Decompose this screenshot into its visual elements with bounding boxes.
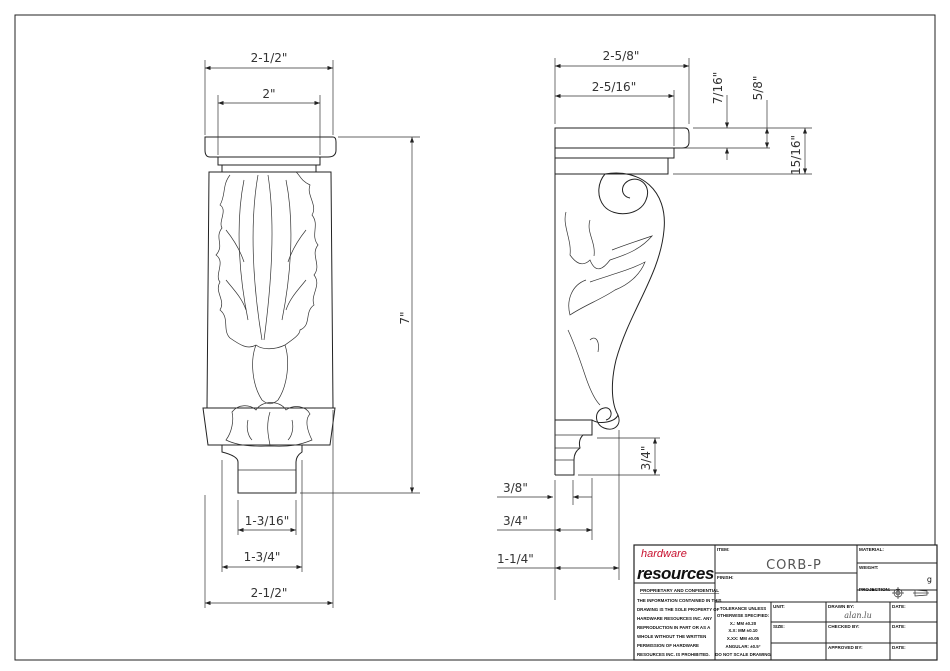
dim-base-small: 1-3/16" — [245, 514, 289, 528]
dim-base-c: 1-1/4" — [497, 552, 534, 566]
svg-text:HARDWARE RESOURCES INC. ANY: HARDWARE RESOURCES INC. ANY — [637, 616, 712, 621]
svg-text:RESOURCES INC. IS PROHIBITED.: RESOURCES INC. IS PROHIBITED. — [637, 652, 710, 657]
dim-base-b: 3/4" — [503, 514, 528, 528]
logo-resources: resources — [637, 564, 714, 583]
base-leaf-ornament — [225, 402, 313, 447]
svg-text:DO NOT SCALE DRAWING: DO NOT SCALE DRAWING — [715, 652, 771, 657]
svg-text:X.: MM ±0.20: X.: MM ±0.20 — [730, 621, 757, 626]
dim-bottom-overall: 2-1/2" — [251, 586, 288, 600]
date-label-approved: DATE: — [892, 645, 906, 650]
dim-cap-c: 15/16" — [789, 135, 803, 175]
dim-base-height: 3/4" — [639, 446, 653, 471]
item-label: ITEM: — [717, 547, 730, 552]
dim-top-overall: 2-1/2" — [251, 51, 288, 65]
drawn-by-label: DRAWN BY: — [828, 604, 855, 609]
svg-text:WHOLE WITHOUT THE WRITTEN: WHOLE WITHOUT THE WRITTEN — [637, 634, 706, 639]
date-label-drawn: DATE: — [892, 604, 906, 609]
svg-text:DRAWING IS THE SOLE PROPERTY O: DRAWING IS THE SOLE PROPERTY OF — [637, 607, 720, 612]
approved-by-label: APPROVED BY: — [828, 645, 863, 650]
svg-text:X.XX: MM ±0.05: X.XX: MM ±0.05 — [727, 636, 760, 641]
projection-label: PROJECTION: — [859, 587, 891, 592]
logo-hardware: hardware — [641, 548, 687, 560]
dim-top-inner: 2" — [262, 87, 275, 101]
side-view: 2-5/8" 2-5/16" 7/16" 5/8" 15/16" 3/4" 3/… — [497, 49, 812, 600]
dim-base-a: 3/8" — [503, 481, 528, 495]
unit-label: UNIT: — [773, 604, 785, 609]
dim-depth-cap: 2-5/16" — [592, 80, 636, 94]
projection-symbol-icon — [892, 587, 929, 599]
finish-label: FINISH: — [717, 575, 734, 580]
size-label: SIZE: — [773, 624, 785, 629]
svg-text:TOLERANCE UNLESS: TOLERANCE UNLESS — [720, 606, 766, 611]
material-label: MATERIAL: — [859, 547, 884, 552]
dim-cap-b: 5/8" — [751, 76, 765, 101]
drawn-by-signature: alan.lu — [844, 611, 872, 620]
dim-base-mid: 1-3/4" — [244, 550, 281, 564]
weight-value: g — [927, 575, 932, 584]
item-value: CORB-P — [766, 558, 822, 573]
scroll-ornament — [555, 172, 665, 430]
front-view: 2-1/2" 2" 7" 1-3/16" 1-3/4" 2-1/2" — [202, 51, 420, 608]
svg-text:THE INFORMATION CONTAINED IN T: THE INFORMATION CONTAINED IN THIS — [637, 598, 722, 603]
dim-cap-a: 7/16" — [711, 72, 725, 104]
weight-label: WEIGHT: — [859, 565, 879, 570]
svg-text:REPRODUCTION IN PART OR AS A: REPRODUCTION IN PART OR AS A — [637, 625, 711, 630]
dim-height: 7" — [398, 311, 412, 324]
date-label-checked: DATE: — [892, 624, 906, 629]
tolerance-notes: TOLERANCE UNLESS OTHERWISE SPECIFIED: X.… — [715, 606, 771, 657]
proprietary-notice: THE INFORMATION CONTAINED IN THIS DRAWIN… — [637, 598, 722, 657]
svg-text:X.X: MM ±0.10: X.X: MM ±0.10 — [728, 628, 758, 633]
title-block: hardware resources PROPRIETARY AND CONFI… — [633, 544, 938, 661]
dim-depth-overall: 2-5/8" — [603, 49, 640, 63]
proprietary-heading: PROPRIETARY AND CONFIDENTIAL — [640, 588, 719, 593]
acanthus-leaf-ornament — [215, 171, 319, 350]
sheet-border — [14, 14, 936, 661]
checked-by-label: CHECKED BY: — [828, 624, 860, 629]
svg-text:PERMISSION OF HARDWARE: PERMISSION OF HARDWARE — [637, 643, 699, 648]
svg-text:ANGULAR: ±0.5°: ANGULAR: ±0.5° — [726, 644, 761, 649]
svg-text:OTHERWISE SPECIFIED:: OTHERWISE SPECIFIED: — [717, 613, 770, 618]
